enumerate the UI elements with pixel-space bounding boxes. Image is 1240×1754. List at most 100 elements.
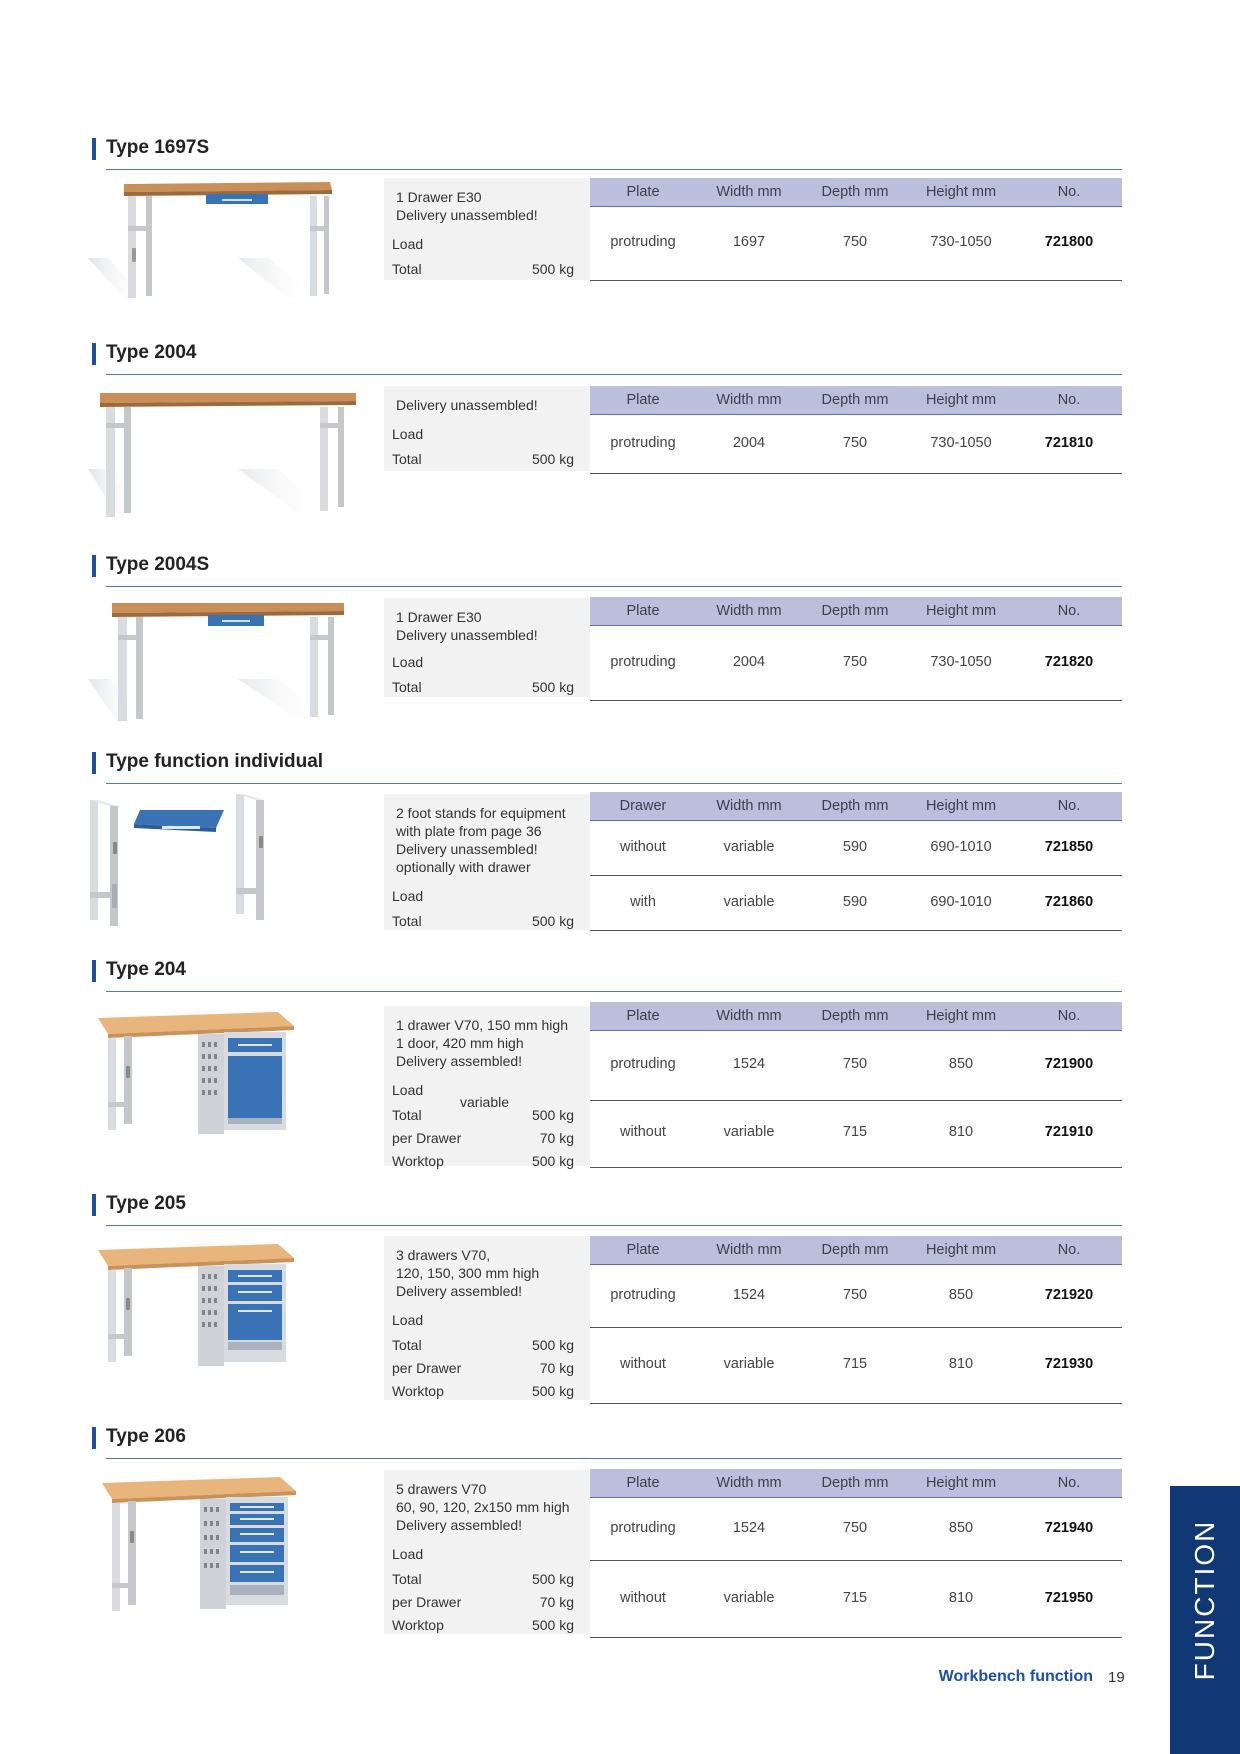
depth-cell: 750 bbox=[842, 1287, 868, 1303]
depth-cell: 715 bbox=[842, 1124, 868, 1140]
article-number-cell: 721940 bbox=[1044, 1520, 1094, 1536]
column-header: Height mm bbox=[925, 1475, 997, 1491]
column-header: Plate bbox=[626, 603, 660, 619]
section-divider bbox=[106, 783, 1122, 784]
workbench-icon bbox=[88, 393, 356, 517]
depth-cell: 750 bbox=[842, 1520, 868, 1536]
article-number-cell: 721910 bbox=[1044, 1124, 1094, 1140]
load-row-label: per Drawer bbox=[392, 1594, 462, 1610]
width-cell: 1697 bbox=[732, 234, 766, 250]
depth-cell: 590 bbox=[842, 894, 868, 910]
column-header: Depth mm bbox=[821, 1475, 889, 1491]
section-type-2004: Type 2004 Delivery unassembled! Load Tot… bbox=[88, 341, 1122, 517]
load-label-row: Load bbox=[392, 1312, 574, 1332]
column-header: Height mm bbox=[925, 798, 997, 814]
height-cell: 850 bbox=[948, 1520, 974, 1536]
section-header: Type 205 bbox=[90, 1192, 1122, 1226]
column-header: No. bbox=[1057, 184, 1081, 200]
load-row-label: Total bbox=[392, 451, 422, 467]
load-row-value: 500 kg bbox=[531, 1571, 574, 1587]
load-label: Load bbox=[392, 236, 424, 252]
info-line: 5 drawers V70 bbox=[396, 1481, 487, 1497]
table-row: protruding 1524 750 850 721940 bbox=[590, 1498, 1122, 1561]
info-line: 1 Drawer E30 bbox=[396, 609, 482, 625]
info-line: 3 drawers V70, bbox=[396, 1247, 491, 1263]
load-row-label: Total bbox=[392, 261, 422, 277]
column-header: Height mm bbox=[925, 603, 997, 619]
section-title: Type 2004 bbox=[106, 342, 197, 363]
column-header: No. bbox=[1057, 1008, 1081, 1024]
workbench-with-drawer-icon bbox=[88, 603, 344, 723]
load-label-row: Load bbox=[392, 1082, 574, 1102]
article-number-cell: 721810 bbox=[1044, 435, 1094, 451]
width-cell: variable bbox=[723, 1590, 775, 1606]
depth-cell: 590 bbox=[842, 839, 868, 855]
section-accent-bar bbox=[92, 138, 96, 160]
load-row-value: 500 kg bbox=[531, 1383, 574, 1399]
table-header: Plate Width mm Depth mm Height mm No. bbox=[590, 1002, 1122, 1031]
plate-cell: without bbox=[620, 1124, 666, 1140]
load-row-value: 70 kg bbox=[539, 1594, 574, 1610]
plate-cell: without bbox=[620, 1590, 666, 1606]
load-label: Load bbox=[392, 1082, 424, 1098]
width-cell: 1524 bbox=[732, 1520, 766, 1536]
column-header: Width mm bbox=[716, 1475, 782, 1491]
table-header: Plate Width mm Depth mm Height mm No. bbox=[590, 178, 1122, 207]
section-type-2004s: Type 2004S 1 Drawer E30 Delivery unassem… bbox=[88, 553, 1122, 723]
column-header: No. bbox=[1057, 1475, 1081, 1491]
info-box: 1 Drawer E30 Delivery unassembled! Load … bbox=[384, 178, 590, 280]
column-header: Width mm bbox=[716, 603, 782, 619]
plate-cell: protruding bbox=[610, 1056, 676, 1072]
column-header: Plate bbox=[626, 1242, 660, 1258]
depth-cell: 750 bbox=[842, 654, 868, 670]
section-header: Type 206 bbox=[90, 1425, 1122, 1459]
column-header: No. bbox=[1057, 392, 1081, 408]
info-line: Delivery assembled! bbox=[396, 1053, 523, 1069]
info-line: 120, 150, 300 mm high bbox=[396, 1265, 540, 1281]
load-label: Load bbox=[392, 654, 424, 670]
drawer-cell: without bbox=[620, 839, 666, 855]
column-header: Drawer bbox=[619, 798, 667, 814]
plate-cell: without bbox=[620, 1356, 666, 1372]
height-cell: 850 bbox=[948, 1056, 974, 1072]
section-title: Type 2004S bbox=[106, 554, 210, 575]
info-line: optionally with drawer bbox=[396, 859, 531, 875]
depth-cell: 750 bbox=[842, 1056, 868, 1072]
section-divider bbox=[106, 1225, 1122, 1226]
load-row-value: 70 kg bbox=[539, 1360, 574, 1376]
section-type-206: Type 206 5 drawers V70 60, 90, 120, bbox=[90, 1425, 1122, 1638]
load-row-label: per Drawer bbox=[392, 1360, 462, 1376]
load-row-label: Total bbox=[392, 679, 422, 695]
column-header: No. bbox=[1057, 798, 1081, 814]
plate-cell: protruding bbox=[610, 234, 676, 250]
info-box: 3 drawers V70, 120, 150, 300 mm high Del… bbox=[384, 1236, 590, 1400]
column-header: Plate bbox=[626, 184, 660, 200]
table-row: protruding 2004 750 730-1050 721810 bbox=[590, 415, 1122, 474]
column-header: Width mm bbox=[716, 184, 782, 200]
plate-cell: protruding bbox=[610, 1287, 676, 1303]
section-type-function-individual: Type function individual 2 foot stands f… bbox=[90, 750, 1122, 931]
plate-cell: protruding bbox=[610, 435, 676, 451]
info-line: Delivery unassembled! bbox=[396, 627, 538, 643]
width-cell: variable bbox=[723, 1356, 775, 1372]
workbench-with-drawer-icon bbox=[88, 182, 332, 302]
page-number: 19 bbox=[1108, 1669, 1125, 1686]
load-row-value: 500 kg bbox=[531, 679, 574, 695]
width-cell: 2004 bbox=[732, 654, 766, 670]
article-number-cell: 721950 bbox=[1044, 1590, 1094, 1606]
column-header: Plate bbox=[626, 1475, 660, 1491]
workbench-cabinet-3-drawers-icon bbox=[98, 1244, 294, 1366]
article-number-cell: 721800 bbox=[1044, 234, 1094, 250]
drawer-cell: with bbox=[630, 894, 656, 910]
section-divider bbox=[106, 1458, 1122, 1459]
load-label-row: Load bbox=[392, 1546, 574, 1566]
load-label-row: Load bbox=[392, 236, 574, 256]
table-row: without variable 715 810 721910 bbox=[590, 1101, 1122, 1168]
section-divider bbox=[106, 991, 1122, 992]
height-cell: 810 bbox=[948, 1356, 974, 1372]
